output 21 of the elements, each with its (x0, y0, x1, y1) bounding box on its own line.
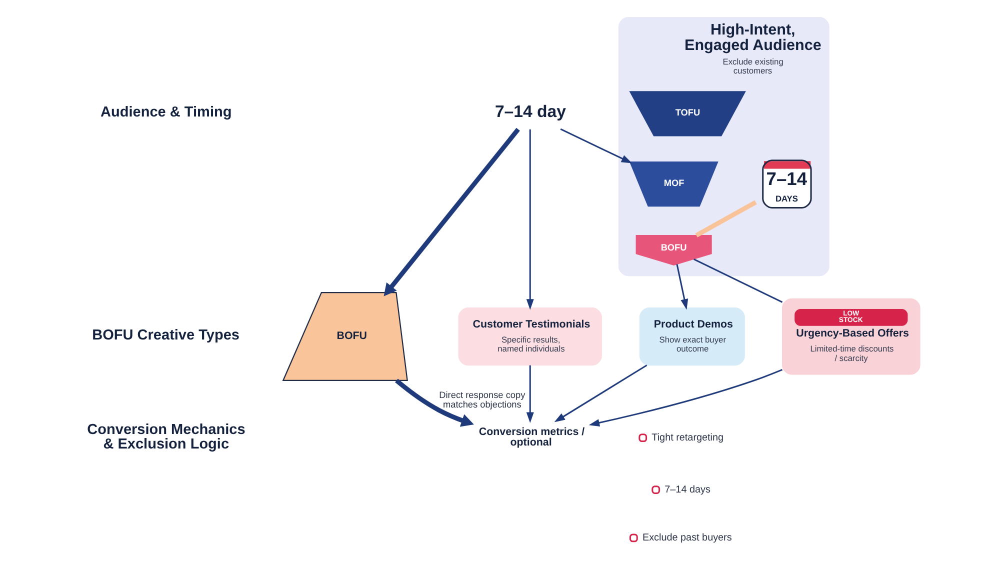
connector (694, 200, 756, 238)
edge-label: Direct response copy matches objections (438, 390, 525, 410)
arrow (383, 128, 520, 296)
arrow (526, 365, 534, 424)
arrow (676, 264, 688, 310)
arrow (526, 129, 534, 310)
arrow (588, 368, 782, 426)
label: Conversion Mechanics & Exclusion Logic (86, 422, 245, 453)
node-text: Conversion metrics / optional (478, 426, 584, 449)
connector (692, 258, 782, 303)
label: BOFU Creative Types (92, 327, 239, 344)
arrow (554, 364, 647, 422)
node-text: 7–14 day (494, 102, 566, 122)
node-box: Customer Testimonials Specific results, named individuals (458, 307, 602, 366)
arrow (394, 378, 474, 427)
label: 7–14 days (664, 484, 710, 496)
node-box: Product Demos Show exact buyer outcome (638, 307, 744, 366)
label: Audience & Timing (100, 104, 232, 121)
arrow (560, 128, 632, 164)
label: Tight retargeting (651, 432, 724, 444)
label: Exclude past buyers (642, 532, 732, 544)
